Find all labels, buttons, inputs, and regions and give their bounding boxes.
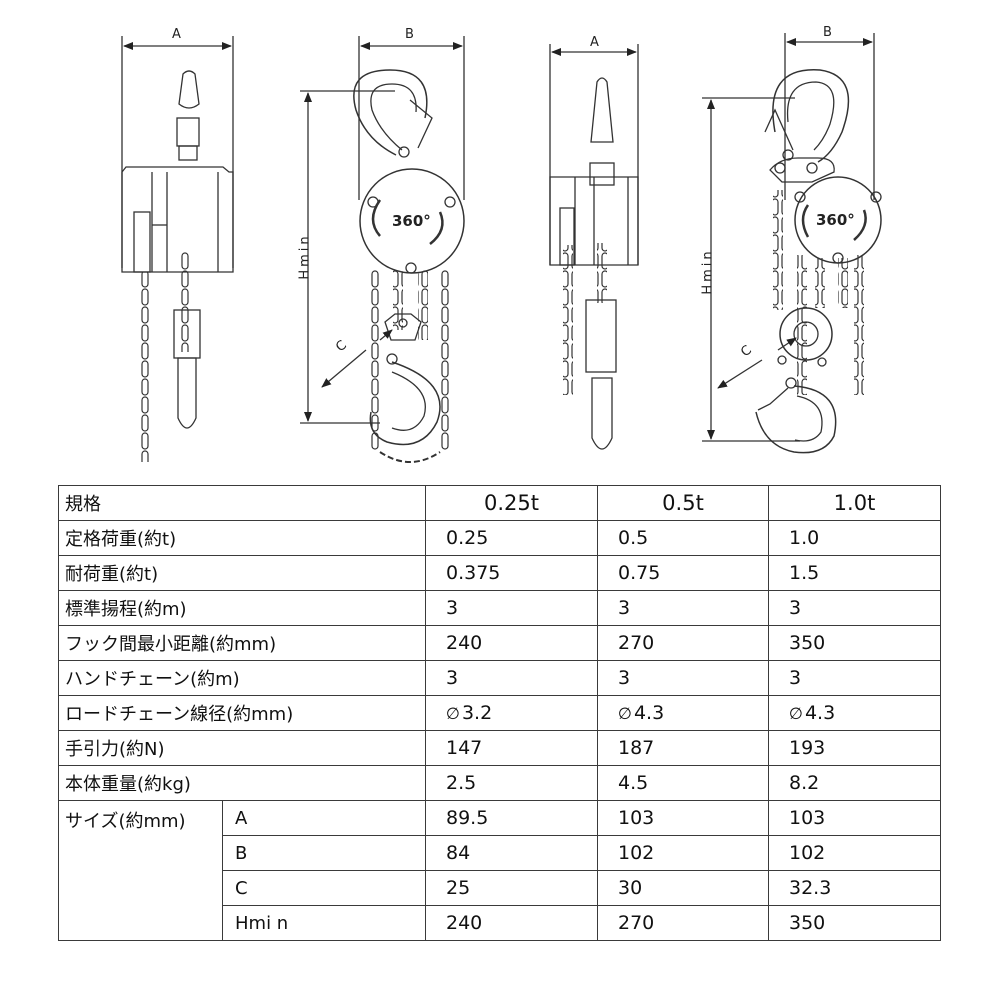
size-sub-label: C <box>222 870 426 906</box>
row-label: ロードチェーン線径(約mm) <box>58 695 426 731</box>
cell: 1.0 <box>768 520 941 556</box>
diameter-symbol: ∅ <box>618 704 632 723</box>
row-label: 手引力(約N) <box>58 730 426 766</box>
table-row: フック間最小距離(約mm) 240 270 350 <box>58 625 941 661</box>
dimension-label-b-2: B <box>823 25 832 40</box>
size-sub-label: Hmi n <box>222 905 426 941</box>
dimension-label-a: A <box>172 27 181 42</box>
cell: 187 <box>597 730 769 766</box>
cell: 3 <box>425 660 598 696</box>
cell: 3 <box>597 590 769 626</box>
cell: 102 <box>768 835 941 871</box>
side-view-2 <box>549 44 639 450</box>
row-label: ハンドチェーン(約m) <box>58 660 426 696</box>
cell: 84 <box>425 835 598 871</box>
size-sub-label: B <box>222 835 426 871</box>
cell-value: 4.3 <box>804 702 836 724</box>
cell: 270 <box>597 625 769 661</box>
front-view-2 <box>702 33 882 454</box>
table-row: 本体重量(約kg) 2.5 4.5 8.2 <box>58 765 941 801</box>
cell: 102 <box>597 835 769 871</box>
cell: 103 <box>597 800 769 836</box>
cell: ∅4.3 <box>597 695 769 731</box>
table-row-size-hmin: Hmi n 240 270 350 <box>59 905 941 941</box>
cell: 25 <box>425 870 598 906</box>
cell: 8.2 <box>768 765 941 801</box>
table-row: 標準揚程(約m) 3 3 3 <box>58 590 941 626</box>
cell: 3 <box>768 590 941 626</box>
cell: 0.25 <box>425 520 598 556</box>
dimension-label-hmin: Hmin <box>297 233 313 280</box>
row-label: 耐荷重(約t) <box>58 555 426 591</box>
front-view-1 <box>300 36 465 463</box>
model-0-5t: 0.5t <box>597 485 769 521</box>
cell: 0.375 <box>425 555 598 591</box>
dimension-label-hmin-2: Hmin <box>700 248 716 295</box>
side-view-1 <box>121 36 234 462</box>
cell: ∅4.3 <box>768 695 941 731</box>
cell: 147 <box>425 730 598 766</box>
cell: 240 <box>425 625 598 661</box>
cell-value: 4.3 <box>633 702 665 724</box>
cell: 3 <box>425 590 598 626</box>
cell: 30 <box>597 870 769 906</box>
rotation-badge: 360° <box>392 212 431 230</box>
cell: 32.3 <box>768 870 941 906</box>
cell: 3 <box>768 660 941 696</box>
diameter-symbol: ∅ <box>446 704 460 723</box>
header-label: 規格 <box>58 485 426 521</box>
size-group-label: サイズ(約mm) <box>58 800 223 941</box>
table-row: 手引力(約N) 147 187 193 <box>58 730 941 766</box>
cell: 270 <box>597 905 769 941</box>
table-header-row: 規格 0.25t 0.5t 1.0t <box>58 485 941 521</box>
dimension-label-b: B <box>405 27 414 42</box>
table-row: ロードチェーン線径(約mm) ∅3.2 ∅4.3 ∅4.3 <box>58 695 941 731</box>
table-row-size-a: サイズ(約mm) A 89.5 103 103 <box>58 800 941 941</box>
rotation-badge-2: 360° <box>816 211 855 229</box>
row-label: 標準揚程(約m) <box>58 590 426 626</box>
cell: 193 <box>768 730 941 766</box>
specification-table: 規格 0.25t 0.5t 1.0t 定格荷重(約t) 0.25 0.5 1.0… <box>58 485 941 941</box>
model-0-25t: 0.25t <box>425 485 598 521</box>
row-label: 定格荷重(約t) <box>58 520 426 556</box>
chain-hoist-drawings <box>121 33 882 463</box>
cell: 3 <box>597 660 769 696</box>
cell: 350 <box>768 625 941 661</box>
cell: ∅3.2 <box>425 695 598 731</box>
technical-drawings: A B Hmin C 360° A B Hmin C 360° <box>0 0 1000 480</box>
table-row: 定格荷重(約t) 0.25 0.5 1.0 <box>58 520 941 556</box>
model-1-0t: 1.0t <box>768 485 941 521</box>
dimension-label-a-2: A <box>590 35 599 50</box>
cell: 4.5 <box>597 765 769 801</box>
cell: 350 <box>768 905 941 941</box>
diameter-symbol: ∅ <box>789 704 803 723</box>
cell: 2.5 <box>425 765 598 801</box>
cell-value: 3.2 <box>461 702 493 724</box>
cell: 240 <box>425 905 598 941</box>
cell: 0.5 <box>597 520 769 556</box>
cell: 89.5 <box>425 800 598 836</box>
cell: 0.75 <box>597 555 769 591</box>
table-row: 耐荷重(約t) 0.375 0.75 1.5 <box>58 555 941 591</box>
table-row: ハンドチェーン(約m) 3 3 3 <box>58 660 941 696</box>
row-label: 本体重量(約kg) <box>58 765 426 801</box>
size-sub-label: A <box>222 800 426 836</box>
cell: 103 <box>768 800 941 836</box>
cell: 1.5 <box>768 555 941 591</box>
row-label: フック間最小距離(約mm) <box>58 625 426 661</box>
